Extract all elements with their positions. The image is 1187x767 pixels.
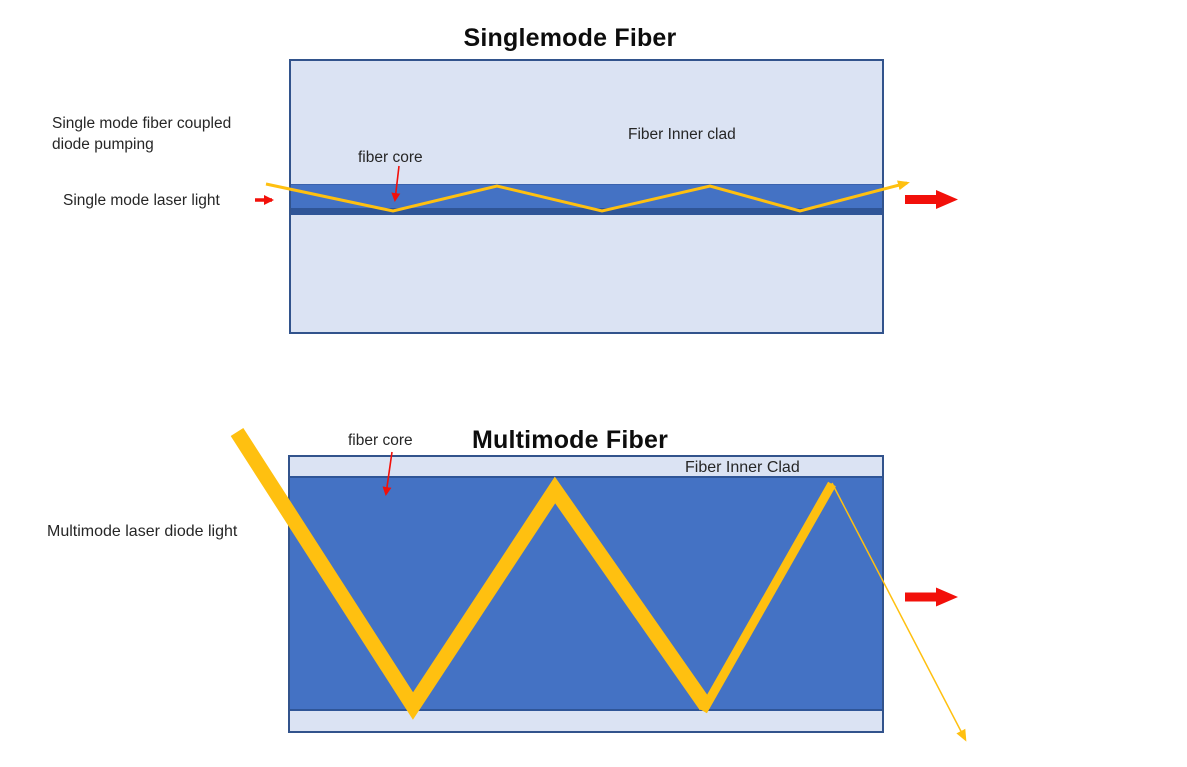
multimode-fiber-core bbox=[288, 455, 884, 733]
singlemode-core-label: fiber core bbox=[358, 149, 423, 166]
singlemode-output-arrow-icon bbox=[905, 190, 958, 209]
multimode-output-arrow-icon bbox=[905, 587, 958, 607]
singlemode-fiber-core bbox=[291, 184, 882, 208]
singlemode-title: Singlemode Fiber bbox=[463, 24, 677, 52]
singlemode-core-lower-edge bbox=[291, 208, 882, 215]
multimode-laser-label: Multimode laser diode light bbox=[47, 523, 238, 540]
multimode-bottom-cladding bbox=[290, 709, 882, 731]
multimode-core-label: fiber core bbox=[348, 432, 413, 449]
singlemode-clad-label: Fiber Inner clad bbox=[628, 126, 736, 143]
singlemode-laser-label: Single mode laser light bbox=[63, 192, 220, 209]
pump-source-label: Single mode fiber coupled diode pumping bbox=[52, 115, 232, 153]
multimode-clad-label: Fiber Inner Clad bbox=[685, 459, 800, 476]
multimode-title: Multimode Fiber bbox=[471, 426, 669, 454]
